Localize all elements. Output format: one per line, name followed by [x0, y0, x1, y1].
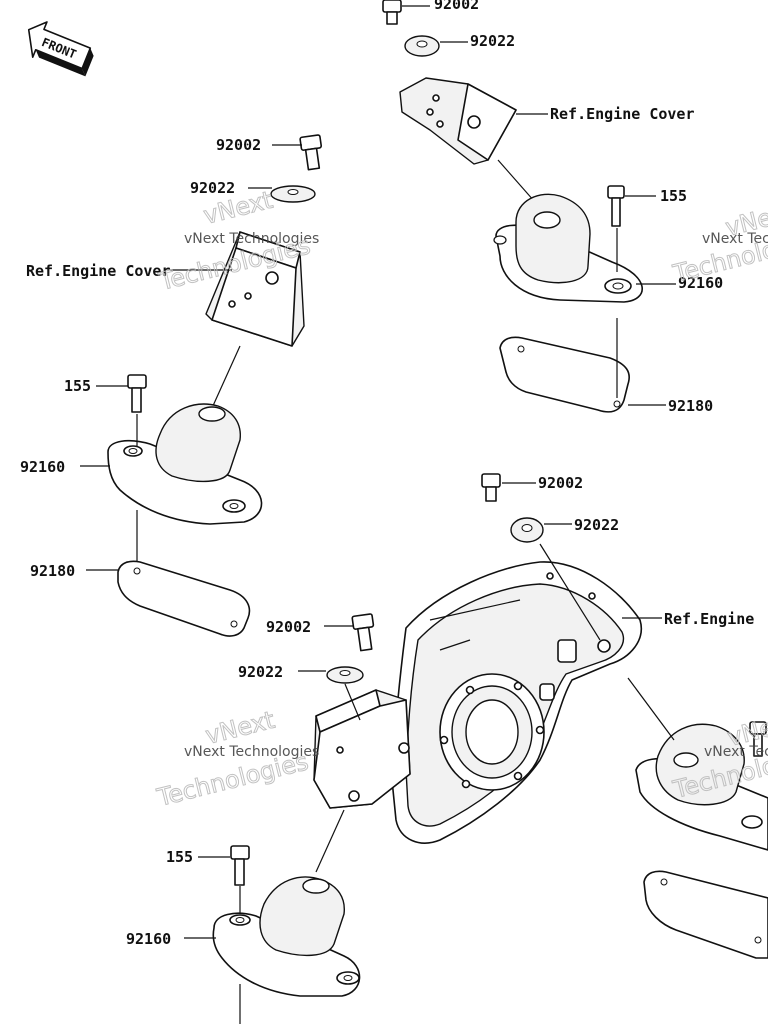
- part-number-92002: 92002: [538, 474, 583, 492]
- screw-icon: [230, 845, 250, 886]
- engine-housing-icon: [391, 561, 643, 844]
- watermark-text: vNext Technologies: [184, 744, 319, 760]
- watermark-text: vNext Technologies: [702, 231, 768, 247]
- bolt-icon: [481, 473, 501, 502]
- bolt-icon: [351, 613, 375, 652]
- washer-icon: [270, 185, 316, 203]
- part-number-92022: 92022: [238, 663, 283, 681]
- part-number-155: 155: [166, 848, 193, 866]
- part-number-155: 155: [64, 377, 91, 395]
- part-number-92022: 92022: [190, 179, 235, 197]
- bracket-icon: [205, 231, 305, 347]
- part-number-92022: 92022: [470, 32, 515, 50]
- part-number-92002: 92002: [216, 136, 261, 154]
- watermark-text: vNext Technologies: [704, 744, 768, 760]
- bracket-icon: [313, 689, 411, 809]
- washer-icon: [404, 35, 440, 57]
- part-number-92160: 92160: [20, 458, 65, 476]
- part-number-92002: 92002: [434, 0, 479, 13]
- watermark: vNext vNext Technologies Technologies vN…: [153, 185, 768, 812]
- gasket-plate-icon: [117, 560, 251, 637]
- part-number-155: 155: [660, 187, 687, 205]
- front-arrow-icon: FRONT: [27, 21, 94, 77]
- watermark-text: vNext Technologies: [184, 231, 319, 247]
- washer-icon: [326, 666, 364, 684]
- washer-icon: [510, 517, 544, 543]
- bracket-icon: [399, 77, 517, 165]
- part-number-92180: 92180: [668, 397, 713, 415]
- ref-engine-cover-label: Ref.Engine Cover: [26, 262, 171, 280]
- ref-engine-label: Ref.Engine: [664, 610, 754, 628]
- engine-mount-icon: [493, 193, 643, 303]
- top-right-assembly: 92002 92022 Ref.Engine Cover: [382, 0, 723, 415]
- part-number-92160: 92160: [126, 930, 171, 948]
- part-number-92022: 92022: [574, 516, 619, 534]
- engine-mount-icon: [107, 403, 263, 525]
- engine-mount-icon: [212, 876, 361, 997]
- ref-engine-cover-label: Ref.Engine Cover: [550, 105, 695, 123]
- part-number-92180: 92180: [30, 562, 75, 580]
- middle-assembly: 92002 92022: [126, 473, 754, 1024]
- screw-icon: [127, 374, 147, 413]
- right-edge-assembly: [627, 677, 768, 959]
- bolt-icon: [382, 0, 402, 25]
- bolt-icon: [299, 134, 323, 171]
- gasket-plate-icon: [499, 336, 630, 413]
- part-number-92002: 92002: [266, 618, 311, 636]
- screw-icon: [607, 185, 625, 227]
- left-assembly: 92002 92022 Ref.Engine Cover: [20, 134, 323, 637]
- part-number-92160: 92160: [678, 274, 723, 292]
